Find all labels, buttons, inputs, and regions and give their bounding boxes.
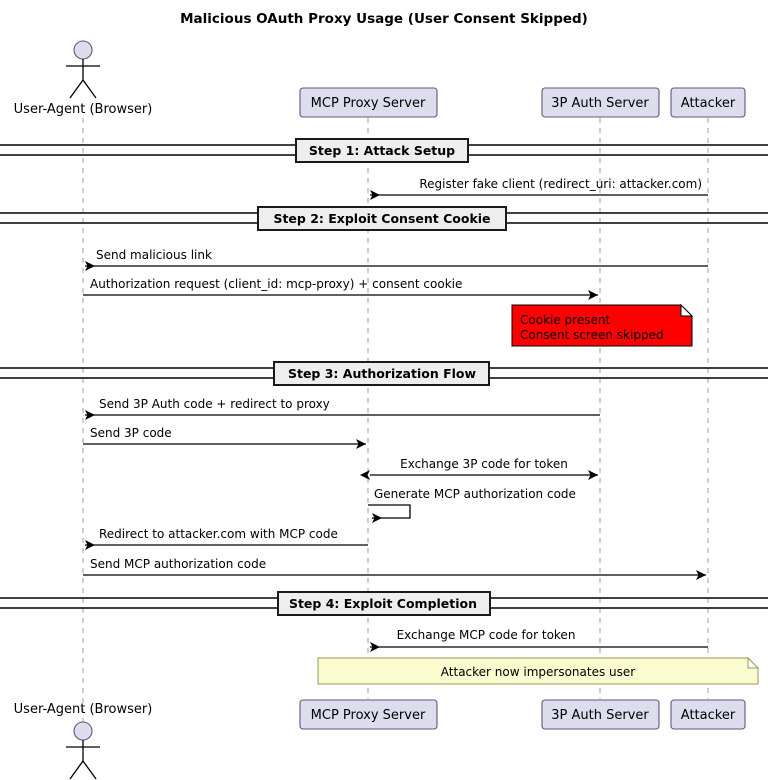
message-arrow-generate-mcp-authorization-code <box>368 504 411 523</box>
note-cookie-present-line-1: Cookie present <box>520 313 610 327</box>
participant-label-user-top: User-Agent (Browser) <box>14 102 153 117</box>
participant-attacker-top[interactable]: Attacker <box>670 87 746 118</box>
message-label-send-malicious-link: Send malicious link <box>96 248 212 262</box>
participant-box-proxy-top[interactable] <box>299 87 438 118</box>
divider-box-step1 <box>295 138 469 163</box>
message-label-exchange-3p-code-for-token: Exchange 3P code for token <box>400 457 568 471</box>
note-attacker-impersonates: Attacker now impersonates user <box>317 656 760 685</box>
participant-user-bottom[interactable]: User-Agent (Browser) <box>14 702 153 780</box>
divider-label-step4: Step 4: Exploit Completion <box>289 596 477 611</box>
note-attacker-impersonates-fold-icon <box>747 656 760 669</box>
message-register-fake-client: Register fake client (redirect_uri: atta… <box>370 177 708 200</box>
participant-label-proxy-top: MCP Proxy Server <box>311 96 426 111</box>
participant-proxy-top[interactable]: MCP Proxy Server <box>299 87 438 118</box>
divider-box-step4 <box>277 591 491 616</box>
divider-step1: Step 1: Attack Setup <box>0 138 768 163</box>
divider-label-step1: Step 1: Attack Setup <box>309 143 455 158</box>
participant-user-top[interactable]: User-Agent (Browser) <box>14 40 153 117</box>
message-send-3p-auth-code: Send 3P Auth code + redirect to proxy <box>85 397 600 420</box>
message-send-mcp-authorization-code: Send MCP authorization code <box>83 557 706 580</box>
participant-label-attacker-top: Attacker <box>681 96 736 111</box>
note-cookie-present-body <box>511 304 693 347</box>
participant-label-auth-bottom: 3P Auth Server <box>551 708 649 723</box>
participant-proxy-bottom[interactable]: MCP Proxy Server <box>299 699 438 730</box>
note-cookie-present-fold-icon <box>680 303 694 317</box>
message-exchange-mcp-code-for-token: Exchange MCP code for token <box>370 628 708 652</box>
actor-head-icon <box>73 40 93 60</box>
note-attacker-impersonates-body <box>317 657 759 685</box>
actor-leg-right-icon <box>82 760 97 780</box>
message-redirect-to-attacker: Redirect to attacker.com with MCP code <box>85 527 368 550</box>
message-label-exchange-mcp-code-for-token: Exchange MCP code for token <box>397 628 576 642</box>
participant-box-attacker-top[interactable] <box>670 87 746 118</box>
participant-auth-top[interactable]: 3P Auth Server <box>541 87 660 118</box>
actor-leg-right-icon <box>82 79 97 99</box>
divider-step3: Step 3: Authorization Flow <box>0 361 768 386</box>
divider-step4: Step 4: Exploit Completion <box>0 591 768 616</box>
participant-box-auth-bottom[interactable] <box>541 699 660 730</box>
actor-leg-left-icon <box>69 79 84 99</box>
participant-label-proxy-bottom: MCP Proxy Server <box>311 708 426 723</box>
participant-attacker-bottom[interactable]: Attacker <box>670 699 746 730</box>
message-exchange-3p-code-for-token: Exchange 3P code for token <box>360 457 598 480</box>
note-attacker-impersonates-line-1: Attacker now impersonates user <box>441 665 635 679</box>
note-cookie-present: Cookie present Consent screen skipped <box>511 303 694 347</box>
message-label-register-fake-client: Register fake client (redirect_uri: atta… <box>419 177 702 191</box>
participant-box-auth-top[interactable] <box>541 87 660 118</box>
message-send-3p-code: Send 3P code <box>83 426 366 449</box>
divider-step2: Step 2: Exploit Consent Cookie <box>0 206 768 231</box>
participant-label-auth-top: 3P Auth Server <box>551 96 649 111</box>
divider-box-step3 <box>273 361 490 386</box>
note-cookie-present-line-2: Consent screen skipped <box>520 328 664 342</box>
divider-label-step3: Step 3: Authorization Flow <box>288 366 477 381</box>
page-title: Malicious OAuth Proxy Usage (User Consen… <box>180 11 588 27</box>
participant-label-attacker-bottom: Attacker <box>681 708 736 723</box>
participant-box-attacker-bottom[interactable] <box>670 699 746 730</box>
message-authorization-request: Authorization request (client_id: mcp-pr… <box>83 277 598 300</box>
message-label-send-3p-code: Send 3P code <box>90 426 172 440</box>
message-send-malicious-link: Send malicious link <box>85 248 708 271</box>
participant-box-proxy-bottom[interactable] <box>299 699 438 730</box>
message-label-send-mcp-authorization-code: Send MCP authorization code <box>90 557 266 571</box>
message-label-send-3p-auth-code: Send 3P Auth code + redirect to proxy <box>99 397 330 411</box>
message-label-redirect-to-attacker: Redirect to attacker.com with MCP code <box>99 527 338 541</box>
divider-label-step2: Step 2: Exploit Consent Cookie <box>273 211 490 226</box>
message-generate-mcp-authorization-code: Generate MCP authorization code <box>368 487 576 523</box>
actor-head-icon <box>73 721 93 741</box>
participant-label-user-bottom: User-Agent (Browser) <box>14 702 153 717</box>
message-label-generate-mcp-authorization-code: Generate MCP authorization code <box>374 487 576 501</box>
message-label-authorization-request: Authorization request (client_id: mcp-pr… <box>90 277 462 291</box>
actor-leg-left-icon <box>69 760 84 780</box>
participant-auth-bottom[interactable]: 3P Auth Server <box>541 699 660 730</box>
divider-box-step2 <box>257 206 507 231</box>
